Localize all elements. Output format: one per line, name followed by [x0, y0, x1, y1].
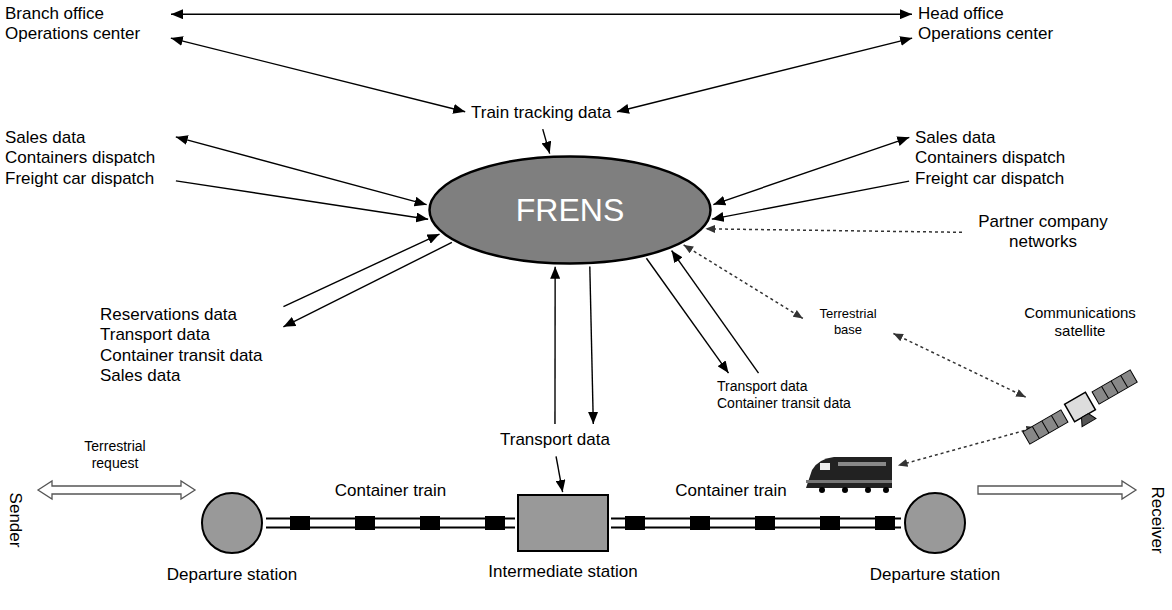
data-arrow [283, 242, 452, 326]
node-text: Train tracking data [471, 103, 611, 123]
data-block: Reservations data Transport data Contain… [100, 305, 278, 387]
node-text: Sales data Containers dispatch Freight c… [5, 128, 170, 189]
data-arrow [554, 267, 555, 424]
node-text: Partner company networks [968, 212, 1118, 253]
side-label: Receiver [1147, 486, 1167, 553]
data-arrow [176, 137, 427, 205]
edge-label: Container train [332, 481, 450, 501]
node-text: Transport data Container transit data [717, 378, 867, 412]
square-fill [518, 495, 608, 551]
data-arrow [713, 137, 909, 204]
locomotive-icon [806, 457, 892, 493]
data-arrow [171, 14, 912, 15]
node-text: Communications satellite [1000, 304, 1160, 340]
office-block: Head office Operations center [918, 4, 1078, 45]
node-text: Terrestrial base [808, 306, 888, 337]
data-block: Sales data Containers dispatch Freight c… [5, 128, 170, 189]
data-arrow [590, 266, 594, 424]
circle-fill [905, 493, 965, 553]
ellipse-fill [430, 157, 711, 264]
station-square-outline [517, 494, 609, 552]
network-block: Partner company networks [968, 212, 1118, 253]
station-circle-outline [200, 491, 264, 555]
system-ellipse: FRENS [428, 155, 712, 265]
node-text: Head office Operations center [918, 4, 1078, 45]
side-label: Sender [5, 493, 25, 548]
station-square: Intermediate station [478, 494, 648, 582]
node-text: Reservations data Transport data Contain… [100, 305, 278, 387]
node-text: FRENS [516, 191, 624, 229]
dotted-link [705, 229, 962, 232]
satellite-icon [1005, 362, 1155, 452]
station-circle: Departure station [850, 491, 1020, 585]
node-text: Branch office Operations center [5, 4, 165, 45]
base-block: Terrestrial base [808, 306, 888, 337]
station-circle: Departure station [147, 491, 317, 585]
data-arrow [283, 234, 439, 306]
office-block: Branch office Operations center [5, 4, 165, 45]
satellite-node: Communications satellite [1000, 304, 1160, 452]
data-arrow [672, 251, 759, 374]
data-block: Transport data Container transit data [717, 378, 867, 412]
data-block: Train tracking data [471, 103, 611, 123]
data-arrow [543, 129, 550, 153]
hollow-double-arrow [38, 481, 195, 499]
data-arrow [556, 456, 563, 492]
circle-fill [202, 493, 262, 553]
data-arrow [171, 38, 465, 112]
arrow-label: Terrestrial request [75, 438, 155, 472]
radio-link [898, 427, 1036, 465]
dotted-link [893, 334, 1025, 398]
data-arrow [712, 181, 909, 219]
node-text: Transport data [500, 430, 610, 450]
data-arrow [646, 258, 728, 373]
node-text: Sales data Containers dispatch Freight c… [915, 128, 1080, 189]
data-block: Transport data [500, 430, 610, 450]
dotted-link [684, 245, 803, 319]
hollow-arrow [978, 481, 1136, 499]
node-text: Departure station [167, 565, 297, 585]
data-arrow [617, 38, 912, 112]
data-block: Sales data Containers dispatch Freight c… [915, 128, 1080, 189]
node-text: Intermediate station [488, 562, 637, 582]
station-circle-outline [903, 491, 967, 555]
node-text: Departure station [870, 565, 1000, 585]
data-arrow [176, 181, 428, 219]
edge-label: Container train [672, 481, 790, 501]
